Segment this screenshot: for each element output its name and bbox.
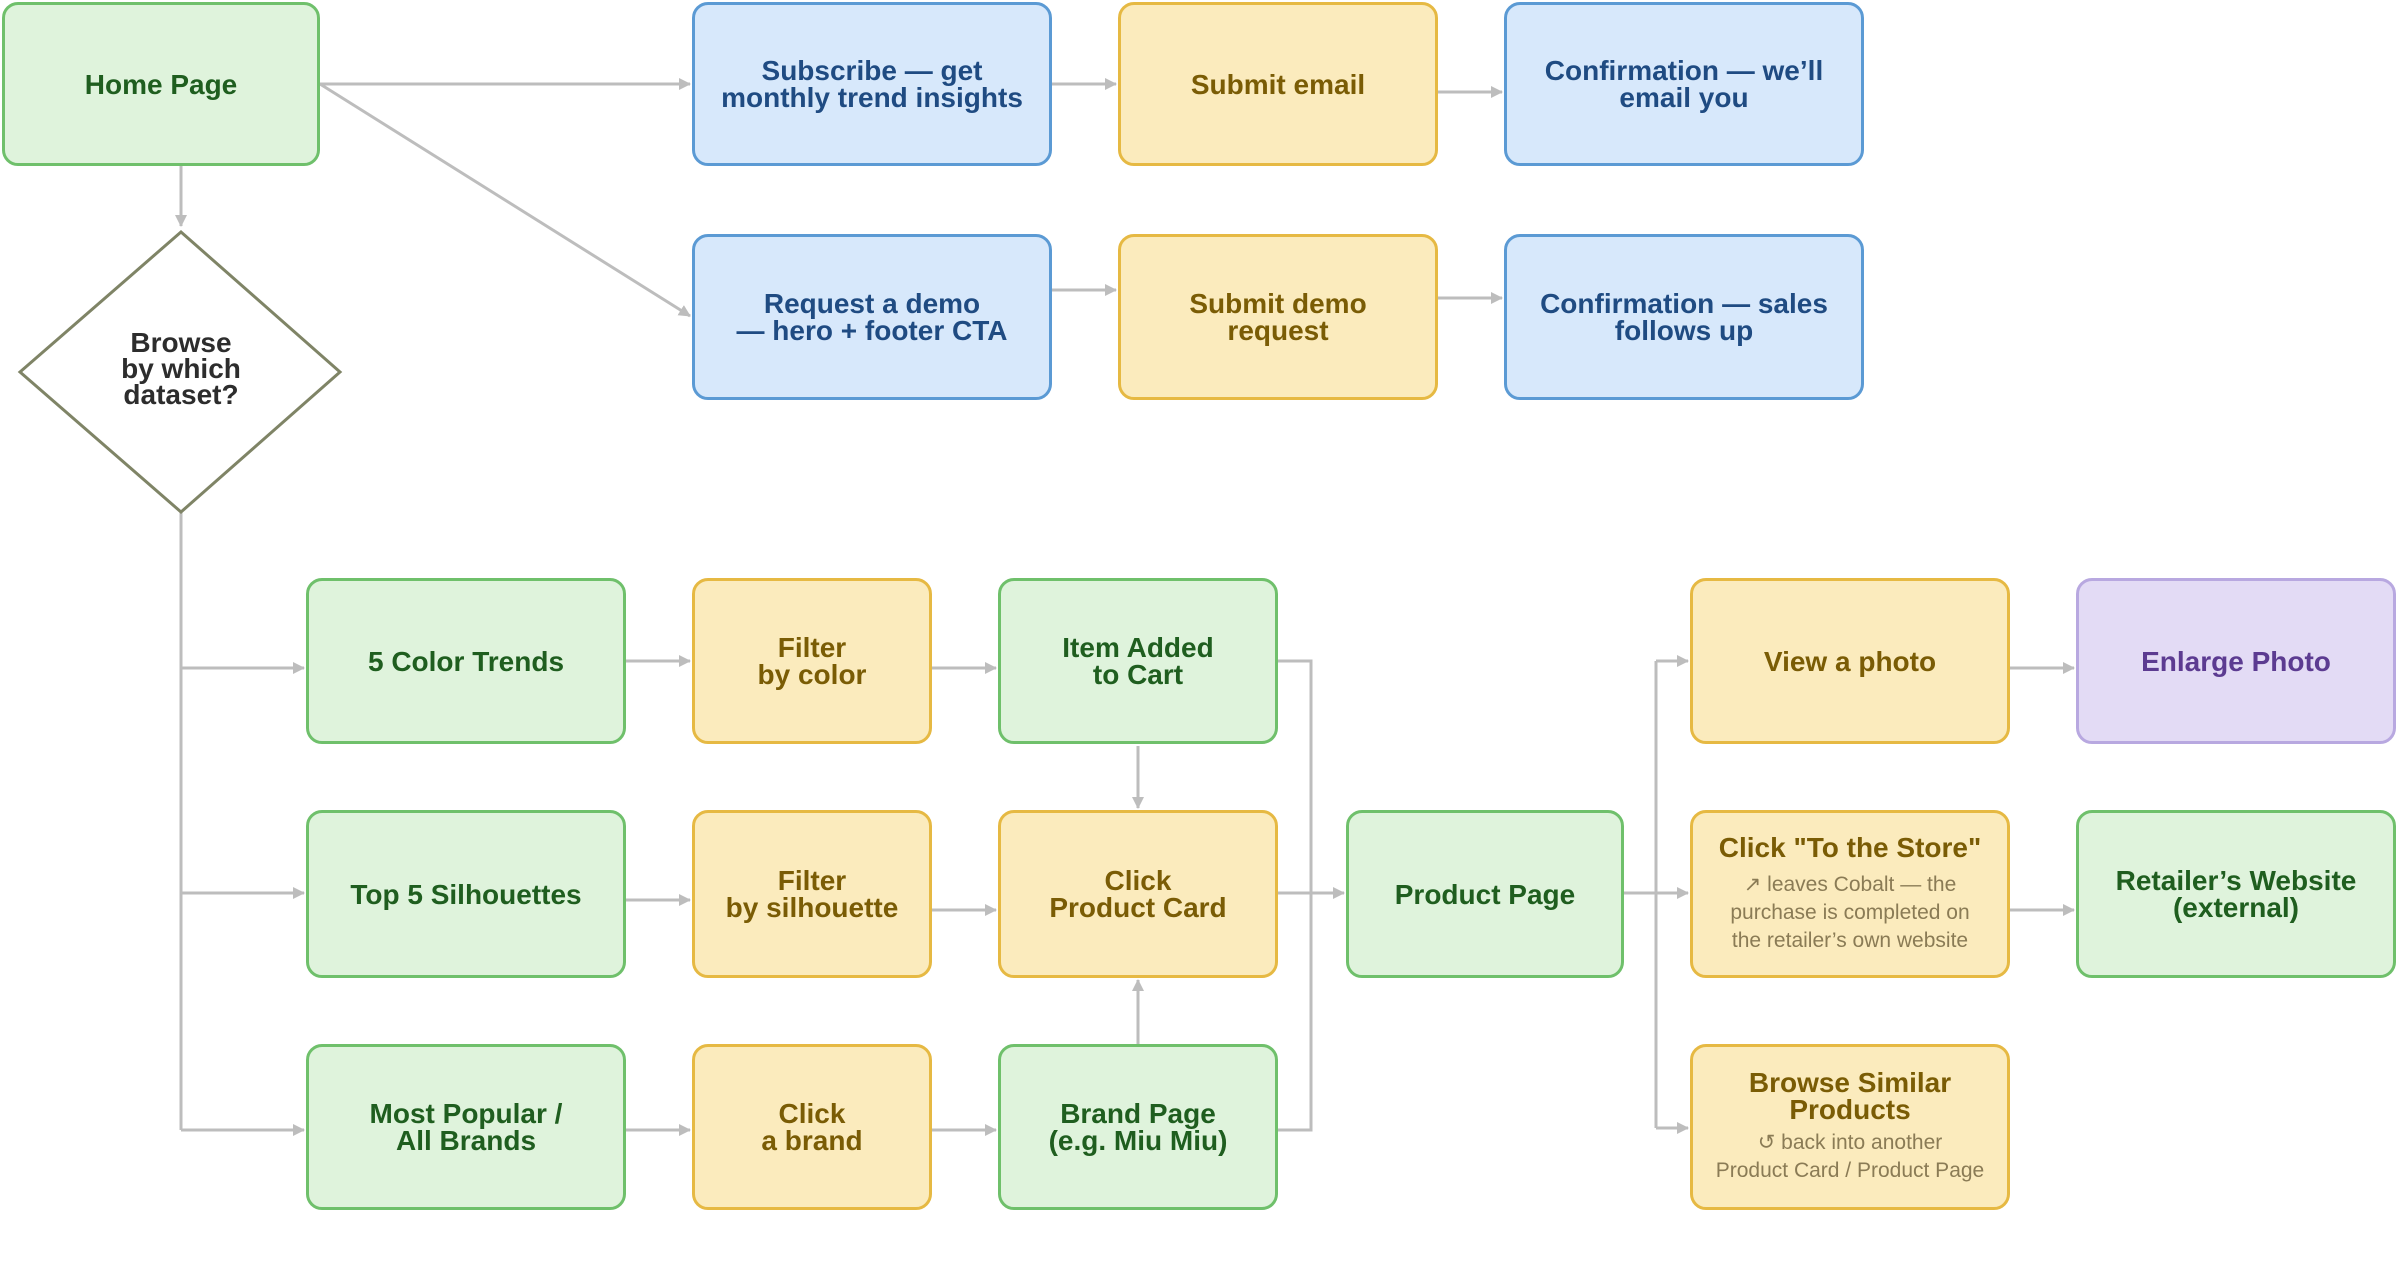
node-submit-email-label: Submit email: [1190, 68, 1366, 100]
node-browse-similar-label: Browse Similar Products: [1748, 1067, 1952, 1125]
decision-label: Browse by which dataset?: [121, 327, 241, 410]
node-brand-page-label: Brand Page (e.g. Miu Miu): [1048, 1098, 1228, 1156]
node-color-trends: 5 Color Trends: [306, 578, 626, 744]
node-item-added: Item Added to Cart: [998, 578, 1278, 744]
node-most-popular-label: Most Popular / All Brands: [369, 1098, 563, 1156]
decision-diamond: [17, 230, 343, 514]
node-item-added-label: Item Added to Cart: [1062, 632, 1214, 690]
node-subscribe: Subscribe — get monthly trend insights: [692, 2, 1052, 166]
node-browse-similar: Browse Similar Products ↺ back into anot…: [1690, 1044, 2010, 1210]
node-home-page: Home Page: [2, 2, 320, 166]
node-submit-demo: Submit demo request: [1118, 234, 1438, 400]
arrow-home-to-request-demo: [319, 82, 691, 318]
node-filter-color-label: Filter by color: [757, 632, 867, 690]
node-to-the-store: Click "To the Store" ↗ leaves Cobalt — t…: [1690, 810, 2010, 978]
node-view-photo-label: View a photo: [1763, 645, 1937, 677]
node-most-popular: Most Popular / All Brands: [306, 1044, 626, 1210]
node-enlarge-photo-label: Enlarge Photo: [2141, 645, 2331, 677]
node-request-demo-label: Request a demo — hero + footer CTA: [736, 288, 1008, 346]
node-home-page-label: Home Page: [84, 68, 238, 100]
node-retailer-website-label: Retailer’s Website (external): [2115, 865, 2357, 923]
node-view-photo: View a photo: [1690, 578, 2010, 744]
node-filter-silhouette: Filter by silhouette: [692, 810, 932, 978]
node-to-the-store-note: ↗ leaves Cobalt — the purchase is comple…: [1730, 872, 1970, 952]
node-filter-color: Filter by color: [692, 578, 932, 744]
node-browse-similar-note: ↺ back into another Product Card / Produ…: [1715, 1131, 1985, 1182]
node-product-page: Product Page: [1346, 810, 1624, 978]
node-brand-page: Brand Page (e.g. Miu Miu): [998, 1044, 1278, 1210]
node-confirmation-email: Confirmation — we’ll email you: [1504, 2, 1864, 166]
node-subscribe-label: Subscribe — get monthly trend insights: [721, 55, 1023, 113]
node-confirmation-email-label: Confirmation — we’ll email you: [1544, 55, 1824, 113]
node-submit-demo-label: Submit demo request: [1189, 288, 1367, 346]
node-retailer-website: Retailer’s Website (external): [2076, 810, 2396, 978]
node-confirmation-sales: Confirmation — sales follows up: [1504, 234, 1864, 400]
node-request-demo: Request a demo — hero + footer CTA: [692, 234, 1052, 400]
node-confirmation-sales-label: Confirmation — sales follows up: [1540, 288, 1828, 346]
node-click-brand-label: Click a brand: [761, 1098, 863, 1156]
node-click-product-card-label: Click Product Card: [1049, 865, 1227, 923]
node-product-page-label: Product Page: [1394, 878, 1576, 910]
node-color-trends-label: 5 Color Trends: [367, 645, 565, 677]
node-enlarge-photo: Enlarge Photo: [2076, 578, 2396, 744]
node-click-brand: Click a brand: [692, 1044, 932, 1210]
node-silhouettes: Top 5 Silhouettes: [306, 810, 626, 978]
connector-item-added-to-product-page: [1278, 659, 1313, 893]
connector-brand-page-to-product-page: [1278, 893, 1313, 1132]
node-to-the-store-label: Click "To the Store": [1718, 831, 1982, 863]
node-filter-silhouette-label: Filter by silhouette: [725, 865, 899, 923]
node-submit-email: Submit email: [1118, 2, 1438, 166]
node-click-product-card: Click Product Card: [998, 810, 1278, 978]
node-silhouettes-label: Top 5 Silhouettes: [350, 878, 582, 910]
